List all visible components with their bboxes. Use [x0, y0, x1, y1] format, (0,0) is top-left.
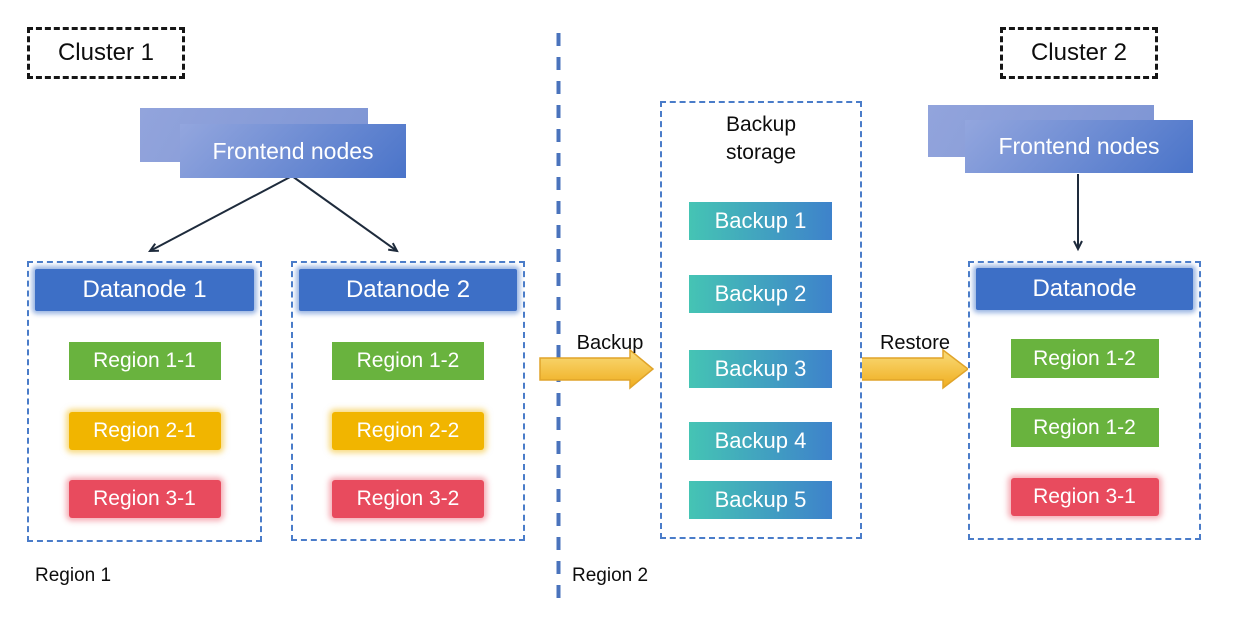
- backup-4-box: Backup 4: [689, 422, 832, 460]
- backup-storage-title: Backup storage: [725, 113, 797, 164]
- cluster1-label: Cluster 1: [27, 27, 185, 79]
- frontend-to-datanode1-arrow-icon: [148, 175, 293, 253]
- datanode2-panel: Datanode 2 Region 1-2 Region 2-2 Region …: [291, 261, 525, 541]
- cluster2-datanode-panel: Datanode Region 1-2 Region 1-2 Region 3-…: [968, 261, 1201, 540]
- datanode1-panel: Datanode 1 Region 1-1 Region 2-1 Region …: [27, 261, 262, 542]
- region-2-1-box: Region 2-1: [68, 412, 221, 450]
- region2-caption: Region 2: [572, 565, 649, 586]
- datanode2-header: Datanode 2: [299, 269, 517, 311]
- region-1-1-box: Region 1-1: [68, 342, 221, 380]
- backup-5-box: Backup 5: [689, 481, 832, 519]
- restore-flow-label: Restore: [879, 332, 951, 354]
- backup-arrow-icon: [539, 348, 655, 390]
- backup-flow-label: Backup: [576, 332, 644, 354]
- restored-region-1-2-box: Region 1-2: [1010, 339, 1159, 378]
- frontend-nodes-box: Frontend nodes: [180, 124, 406, 178]
- cluster2-datanode-header: Datanode: [976, 268, 1193, 310]
- region-2-2-box: Region 2-2: [332, 412, 484, 450]
- cluster1-frontend-nodes: Frontend nodes: [140, 108, 408, 180]
- region-3-2-box: Region 3-2: [332, 480, 484, 518]
- frontend-nodes-box: Frontend nodes: [965, 120, 1193, 173]
- region-3-1-box: Region 3-1: [68, 480, 221, 518]
- restore-arrow-icon: [852, 348, 970, 390]
- cluster2-frontend-nodes: Frontend nodes: [928, 105, 1196, 177]
- cluster2-label: Cluster 2: [1000, 27, 1158, 79]
- restored-region-1-2b-box: Region 1-2: [1010, 408, 1159, 447]
- backup-1-box: Backup 1: [689, 202, 832, 240]
- backup-2-box: Backup 2: [689, 275, 832, 313]
- frontend-to-datanode2-arrow-icon: [291, 175, 399, 253]
- region-1-2-box: Region 1-2: [332, 342, 484, 380]
- backup-3-box: Backup 3: [689, 350, 832, 388]
- restored-region-3-1-box: Region 3-1: [1010, 478, 1159, 516]
- backup-storage-panel: Backup storage Backup 1 Backup 2 Backup …: [660, 101, 862, 539]
- region1-caption: Region 1: [35, 565, 112, 586]
- datanode1-header: Datanode 1: [35, 269, 254, 311]
